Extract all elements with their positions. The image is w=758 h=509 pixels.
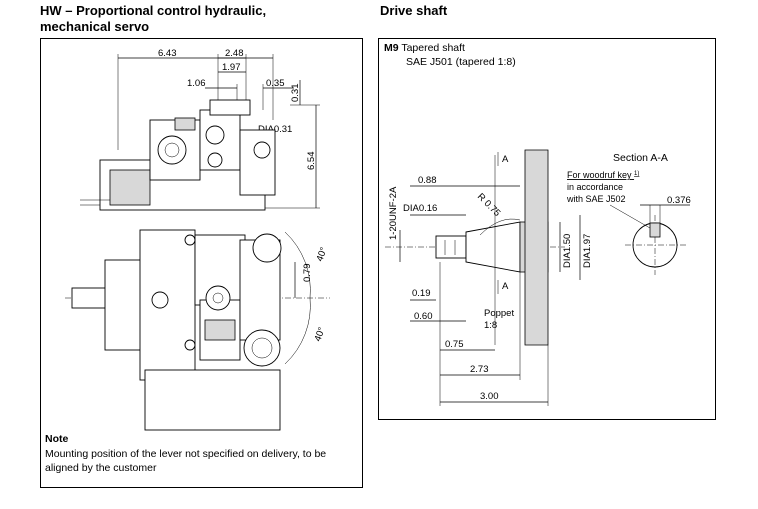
pump-front-view bbox=[65, 229, 330, 431]
dim-dia-1-50: DIA1.50 bbox=[562, 234, 573, 268]
tapered-shaft bbox=[385, 149, 565, 346]
dim-dia-1-97: DIA1.97 bbox=[582, 234, 593, 268]
top-dimensions bbox=[117, 54, 320, 209]
dim-1-97: 1.97 bbox=[222, 62, 241, 73]
dim-2-48: 2.48 bbox=[225, 48, 244, 59]
shaft-type: Tapered shaft bbox=[401, 42, 465, 54]
dim-0-75: 0.75 bbox=[445, 339, 464, 350]
section-marker-bottom: A bbox=[502, 281, 509, 292]
dim-2-73: 2.73 bbox=[470, 364, 489, 375]
dim-0-35: 0.35 bbox=[266, 78, 285, 89]
dim-dia-0-31: DIA0.31 bbox=[258, 124, 292, 135]
dim-0-376: 0.376 bbox=[667, 195, 691, 206]
left-heading-line1: HW – Proportional control hydraulic, bbox=[40, 3, 267, 18]
dim-0-60: 0.60 bbox=[414, 311, 433, 322]
key-note-line3: with SAE J502 bbox=[566, 194, 626, 204]
dim-angle-40-top: 40° bbox=[314, 246, 329, 263]
shaft-dimension-lines bbox=[399, 152, 581, 406]
section-title: Section A-A bbox=[613, 152, 668, 164]
section-a-a-view bbox=[609, 204, 690, 275]
dim-r-0-75: R 0.75 bbox=[475, 191, 503, 219]
dim-0-19: 0.19 bbox=[412, 288, 431, 299]
poppet-ratio: 1:8 bbox=[484, 320, 497, 331]
dim-3-00: 3.00 bbox=[480, 391, 499, 402]
shaft-header: M9 Tapered shaft bbox=[384, 42, 465, 55]
section-marker-top: A bbox=[502, 154, 509, 165]
key-note-line1: For woodruf key 1) bbox=[567, 170, 639, 180]
dim-1-06: 1.06 bbox=[187, 78, 206, 89]
dim-angle-40-bottom: 40° bbox=[312, 326, 327, 343]
dim-thread: 1-20UNF-2A bbox=[388, 186, 399, 240]
dim-6-43: 6.43 bbox=[158, 48, 177, 59]
dim-0-88: 0.88 bbox=[418, 175, 437, 186]
key-note-text: For woodruf key bbox=[567, 170, 632, 180]
dim-0-79: 0.79 bbox=[302, 264, 313, 283]
left-heading-line2: mechanical servo bbox=[40, 19, 150, 34]
dim-0-31: 0.31 bbox=[290, 84, 301, 103]
pump-side-view bbox=[80, 99, 276, 211]
dim-dia-0-16: DIA0.16 bbox=[403, 203, 437, 214]
note-text: Mounting position of the lever not speci… bbox=[45, 448, 327, 474]
key-note-footnote: 1) bbox=[634, 171, 639, 177]
shaft-standard: SAE J501 (tapered 1:8) bbox=[406, 56, 516, 68]
poppet-label: Poppet bbox=[484, 308, 514, 319]
left-heading: HW – Proportional control hydraulic, mec… bbox=[40, 3, 266, 35]
shaft-code: M9 bbox=[384, 42, 399, 54]
note-title: Note bbox=[45, 433, 69, 445]
right-heading: Drive shaft bbox=[380, 3, 448, 18]
key-note-line2: in accordance bbox=[567, 182, 623, 192]
dim-6-54: 6.54 bbox=[306, 152, 317, 171]
